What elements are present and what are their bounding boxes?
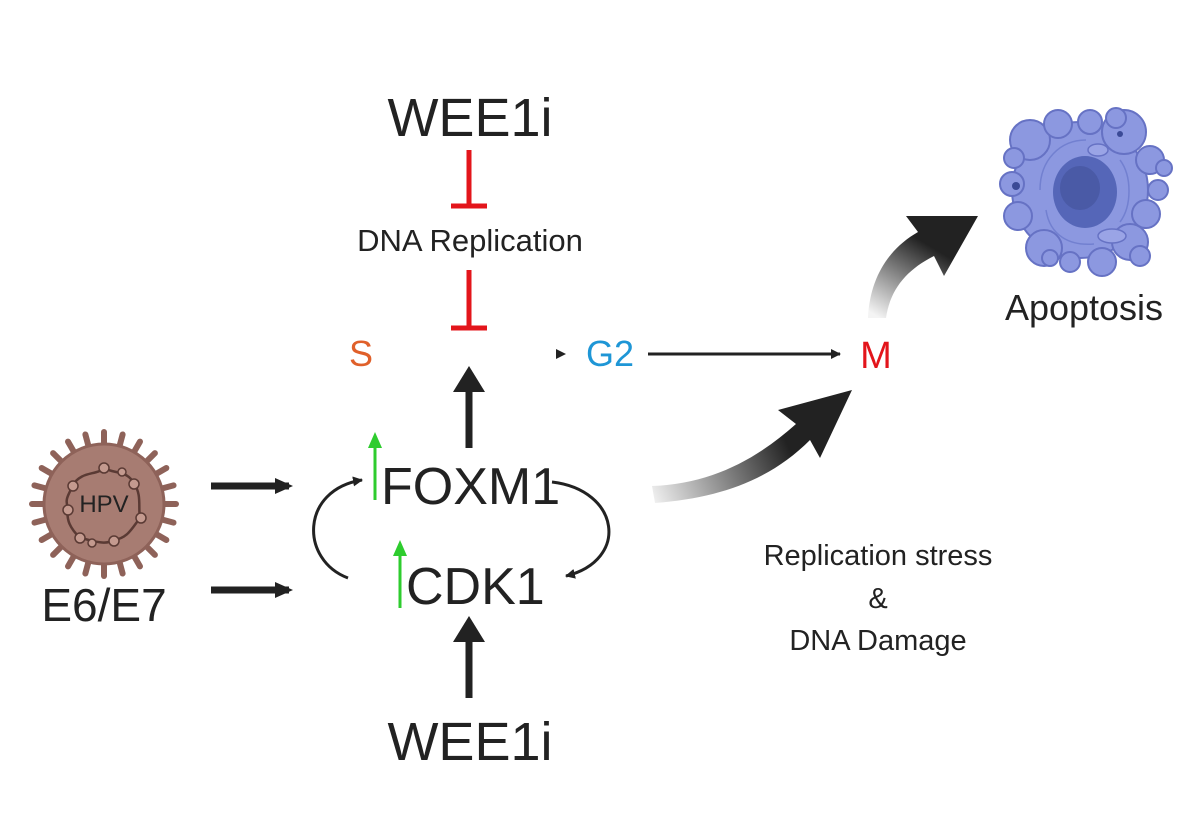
apoptosis-label: Apoptosis: [1005, 287, 1163, 328]
inhibition-arrow-wee1i-dna-replication: [451, 150, 487, 209]
upregulation-arrow-foxm1: [368, 432, 382, 500]
wee1i-top-label: WEE1i: [387, 88, 552, 148]
apoptotic-cell-icon: [999, 107, 1173, 277]
cdk1-label: CDK1: [406, 558, 545, 616]
arrow-wee1i-to-cdk1: [453, 616, 485, 698]
arrow-replication-stress-to-m: [652, 390, 852, 503]
dna-replication-label: DNA Replication: [357, 223, 583, 258]
feedback-arrow-foxm1-to-cdk1: [551, 480, 611, 579]
arrow-foxm1-to-s-g2: [453, 366, 485, 448]
hpv-virus-icon: HPV: [29, 429, 179, 579]
phase-s-label: S: [349, 333, 373, 374]
replication-stress-label: Replication stress: [764, 540, 993, 572]
phase-g2-label: G2: [586, 333, 634, 374]
feedback-arrow-cdk1-to-foxm1: [312, 476, 363, 580]
foxm1-label: FOXM1: [381, 458, 560, 516]
dna-damage-label: DNA Damage: [789, 625, 966, 657]
e6-e7-label: E6/E7: [41, 579, 166, 631]
arrow-m-to-apoptosis: [868, 216, 978, 318]
phase-m-label: M: [860, 335, 892, 377]
upregulation-arrow-cdk1: [393, 540, 407, 608]
inhibition-arrow-dna-replication-s-g2: [451, 270, 487, 331]
wee1i-bottom-label: WEE1i: [387, 712, 552, 772]
hpv-label: HPV: [79, 491, 128, 518]
ampersand-label: &: [868, 583, 887, 615]
